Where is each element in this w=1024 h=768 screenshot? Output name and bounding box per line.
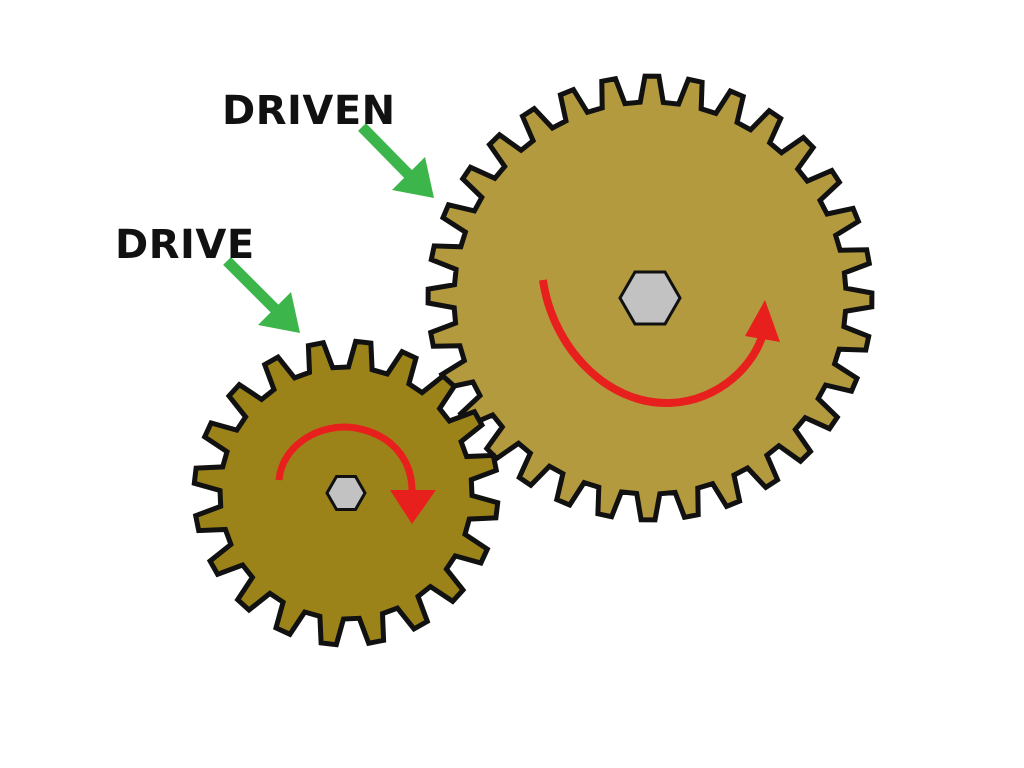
driven-hub-icon [618,270,682,326]
driven-gear [425,73,875,523]
drive-rotation-arrow-icon [275,423,436,524]
drive-gear [191,338,501,648]
drive-label: DRIVE [115,222,255,268]
drive-pointer-arrow-icon [223,257,300,333]
drive-hub-icon [325,475,367,511]
driven-rotation-arrow-icon [539,279,780,408]
driven-label: DRIVEN [222,88,396,134]
driven-pointer-arrow-icon [358,123,434,198]
